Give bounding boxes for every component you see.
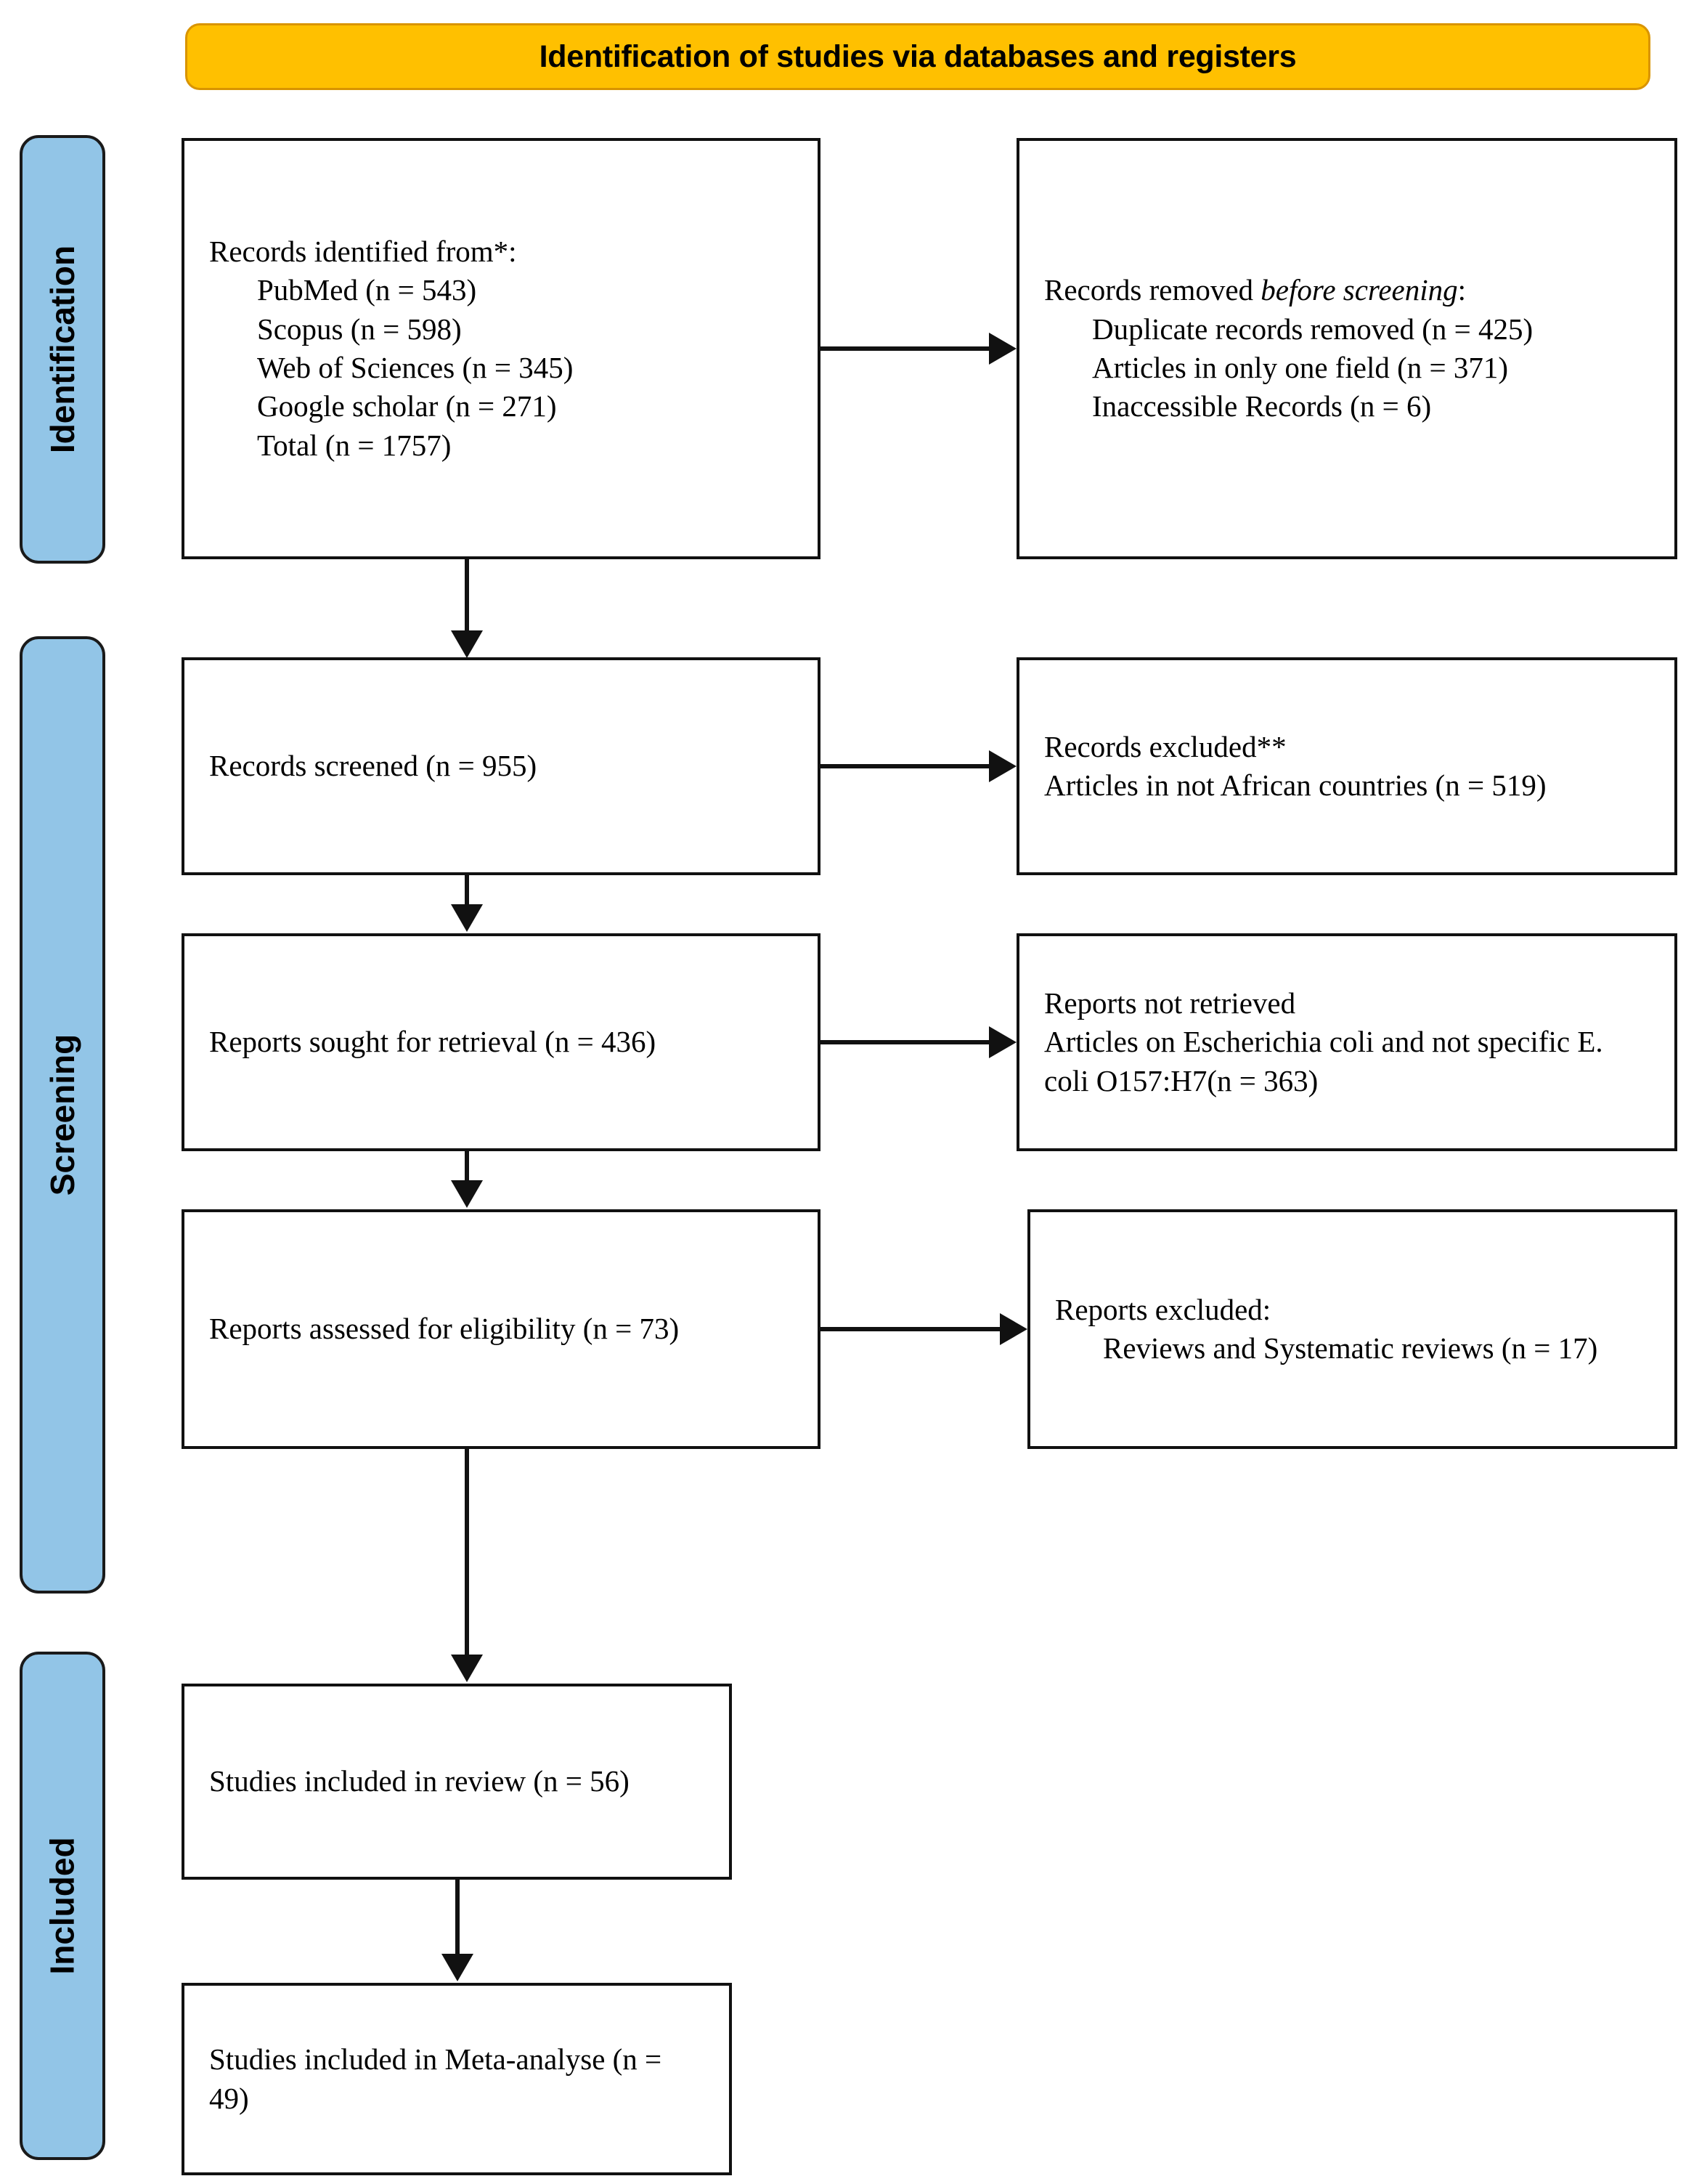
connector-screened-to-excluded-arrowhead <box>989 750 1017 782</box>
records-excluded-reason: Articles in not African countries (n = 5… <box>1044 768 1547 802</box>
records-removed-heading-pre: Records removed <box>1044 273 1261 307</box>
stage-label-screening: Screening <box>44 1034 82 1196</box>
stage-pill-included: Included <box>20 1652 105 2160</box>
reports-excluded-reason: Reviews and Systematic reviews (n = 17) <box>1103 1331 1598 1365</box>
studies-included-meta-text: Studies included in Meta-analyse (n = 49… <box>209 2042 669 2115</box>
records-removed-inaccessible: Inaccessible Records (n = 6) <box>1092 389 1432 423</box>
connector-identified-to-removed-line <box>820 346 989 351</box>
records-identified-heading: Records identified from*: <box>209 235 517 269</box>
records-identified-source-google-scholar: Google scholar (n = 271) <box>257 389 557 423</box>
diagram-title-banner: Identification of studies via databases … <box>185 23 1650 90</box>
connector-inreview-to-metaanalysis-line <box>455 1880 460 1955</box>
reports-excluded-heading: Reports excluded: <box>1055 1292 1271 1326</box>
node-studies-included-in-review: Studies included in review (n = 56) <box>182 1684 732 1880</box>
records-identified-source-pubmed: PubMed (n = 543) <box>257 273 477 307</box>
reports-sought-text: Reports sought for retrieval (n = 436) <box>209 1025 656 1059</box>
records-removed-heading: Records removed before screening: <box>1044 271 1650 309</box>
records-excluded-heading: Records excluded** <box>1044 729 1287 763</box>
records-identified-source-scopus: Scopus (n = 598) <box>257 312 462 346</box>
node-reports-not-retrieved: Reports not retrieved Articles on Escher… <box>1017 933 1677 1151</box>
connector-assessed-to-inreview-arrowhead <box>451 1655 483 1682</box>
connector-assessed-to-excluded-arrowhead <box>1000 1313 1027 1345</box>
reports-not-retrieved-reason: Articles on Escherichia coli and not spe… <box>1044 1025 1610 1097</box>
connector-identified-to-screened-line <box>465 559 469 632</box>
stage-pill-screening: Screening <box>20 636 105 1594</box>
connector-sought-to-notretrieved-line <box>820 1040 989 1044</box>
records-removed-one-field: Articles in only one field (n = 371) <box>1092 351 1509 384</box>
node-records-identified: Records identified from*: PubMed (n = 54… <box>182 138 820 559</box>
connector-identified-to-removed-arrowhead <box>989 333 1017 365</box>
connector-identified-to-screened-arrowhead <box>451 630 483 658</box>
connector-screened-to-sought-line <box>465 875 469 906</box>
node-records-screened: Records screened (n = 955) <box>182 657 820 875</box>
connector-sought-to-notretrieved-arrowhead <box>989 1026 1017 1058</box>
reports-assessed-text: Reports assessed for eligibility (n = 73… <box>209 1312 680 1346</box>
stage-pill-identification: Identification <box>20 135 105 564</box>
records-identified-source-wos: Web of Sciences (n = 345) <box>257 351 574 384</box>
connector-screened-to-excluded-line <box>820 764 989 768</box>
node-reports-sought-for-retrieval: Reports sought for retrieval (n = 436) <box>182 933 820 1151</box>
node-records-excluded: Records excluded** Articles in not Afric… <box>1017 657 1677 875</box>
records-screened-text: Records screened (n = 955) <box>209 749 537 783</box>
connector-sought-to-assessed-arrowhead <box>451 1180 483 1208</box>
stage-label-identification: Identification <box>44 245 82 454</box>
connector-assessed-to-excluded-line <box>820 1327 1000 1331</box>
stage-label-included: Included <box>44 1837 81 1975</box>
node-reports-assessed-for-eligibility: Reports assessed for eligibility (n = 73… <box>182 1209 820 1449</box>
records-identified-total: Total (n = 1757) <box>257 428 452 462</box>
records-removed-heading-post: : <box>1457 273 1467 307</box>
connector-sought-to-assessed-line <box>465 1151 469 1182</box>
studies-included-review-text: Studies included in review (n = 56) <box>209 1764 630 1798</box>
node-studies-included-in-meta-analyse: Studies included in Meta-analyse (n = 49… <box>182 1983 732 2175</box>
page-title: Identification of studies via databases … <box>539 38 1297 74</box>
connector-inreview-to-metaanalysis-arrowhead <box>441 1954 473 1981</box>
connector-assessed-to-inreview-line <box>465 1449 469 1656</box>
node-reports-excluded: Reports excluded: Reviews and Systematic… <box>1027 1209 1677 1449</box>
node-records-removed-before-screening: Records removed before screening: Duplic… <box>1017 138 1677 559</box>
records-removed-heading-emphasis: before screening <box>1261 273 1458 307</box>
records-removed-duplicates: Duplicate records removed (n = 425) <box>1092 312 1534 346</box>
connector-screened-to-sought-arrowhead <box>451 904 483 932</box>
reports-not-retrieved-heading: Reports not retrieved <box>1044 986 1296 1020</box>
